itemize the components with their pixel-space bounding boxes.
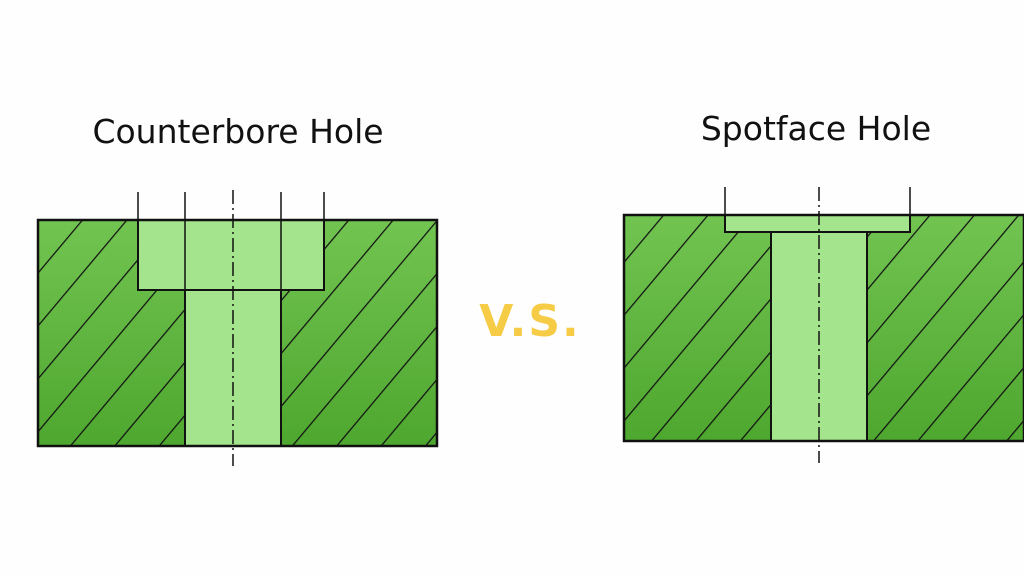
counterbore-section [36,190,439,466]
counterbore-title: Counterbore Hole [92,112,384,151]
spotface-section [622,187,1024,463]
block-outline [622,213,1024,443]
counterbore-recess [137,219,325,291]
block-outline [36,218,439,448]
versus-label: V.S. [479,296,581,347]
spotface-title: Spotface Hole [700,109,932,148]
extension-lines [137,192,325,220]
extension-lines [724,187,911,215]
spotface-recess [724,214,911,233]
